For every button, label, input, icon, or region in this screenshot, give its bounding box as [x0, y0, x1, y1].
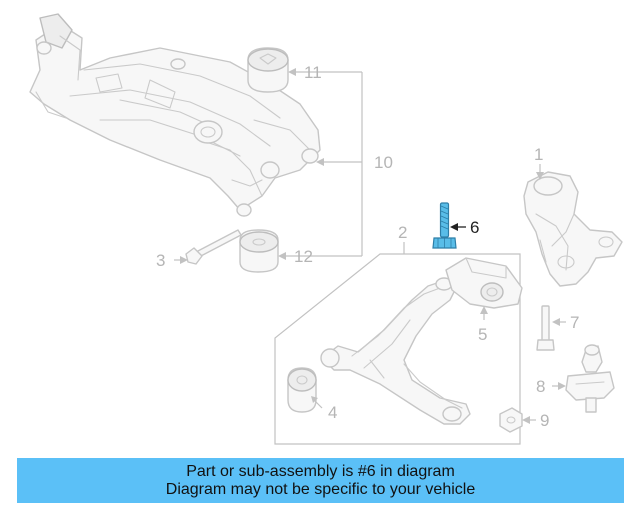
- callout-3: 3: [156, 251, 165, 270]
- callout-10: 10: [374, 153, 393, 172]
- bolt-part-3: [185, 229, 242, 265]
- bolt-part-6: [432, 202, 457, 249]
- caption-line-part: Part or sub-assembly is #6 in diagram: [186, 462, 455, 480]
- callout-2: 2: [398, 223, 407, 242]
- callout-7: 7: [570, 313, 579, 332]
- bolt-part-7: [536, 305, 555, 351]
- nut-part-9: [499, 407, 523, 433]
- bushing-part-5: [445, 257, 523, 309]
- control-arm-part-2: [320, 277, 471, 425]
- leader-lines: [174, 68, 566, 424]
- bushing-part-4: [287, 367, 317, 413]
- steering-knuckle-part-1: [523, 171, 623, 287]
- part-2-group-outline: [274, 253, 521, 445]
- ball-joint-part-8: [565, 344, 615, 413]
- caption-line-disclaimer: Diagram may not be specific to your vehi…: [165, 480, 476, 498]
- callout-4: 4: [328, 403, 337, 422]
- callout-11: 11: [304, 63, 322, 82]
- callout-5: 5: [478, 325, 487, 344]
- callout-12: 12: [294, 247, 313, 266]
- callout-9: 9: [540, 411, 549, 430]
- callout-6: 6: [470, 218, 479, 237]
- subframe-part-10: [29, 13, 321, 217]
- mount-bushing-part-12: [239, 229, 279, 273]
- callout-1: 1: [534, 145, 543, 164]
- caption-banner: Part or sub-assembly is #6 in diagram Di…: [17, 458, 624, 503]
- callout-numbers: 1 2 3 4 5 6 7 8 9 10 11 12: [156, 63, 579, 430]
- mount-bushing-part-11: [247, 47, 289, 93]
- callout-8: 8: [536, 377, 545, 396]
